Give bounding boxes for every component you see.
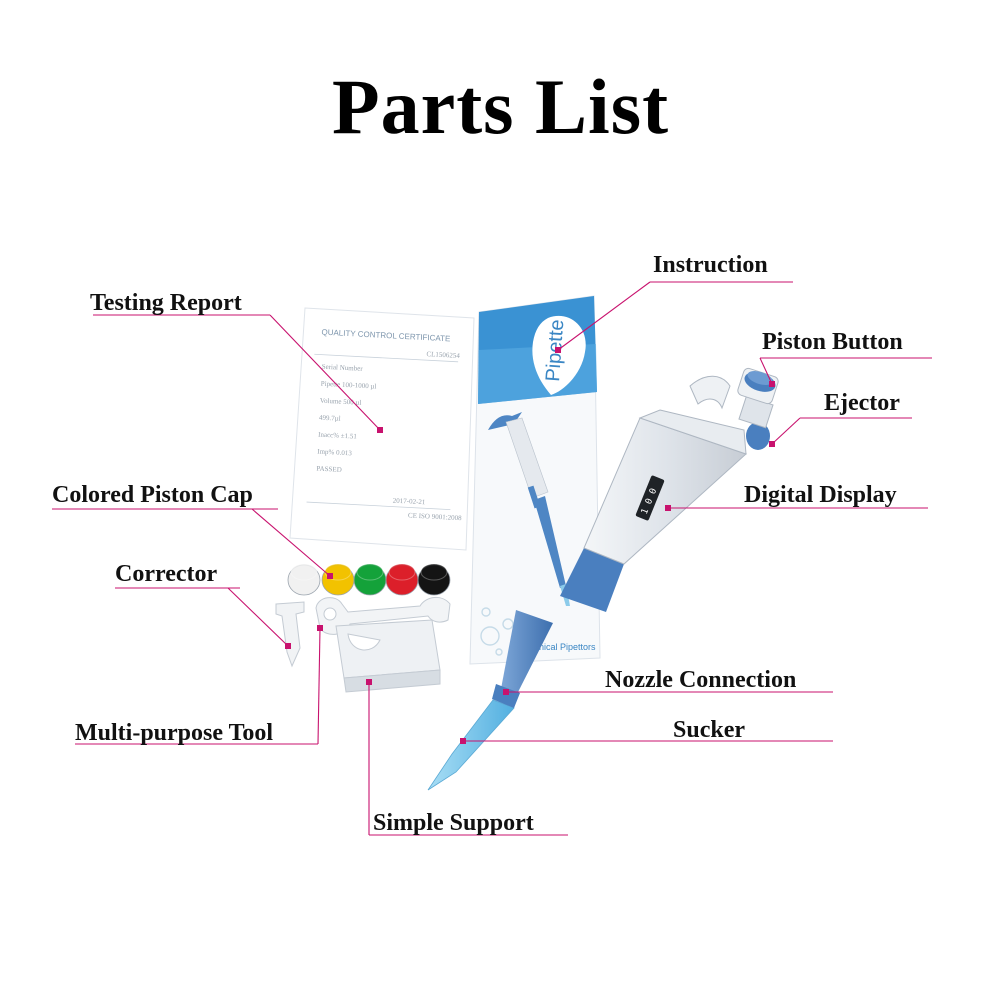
leader-lines: [52, 281, 932, 836]
label-piston-button: Piston Button: [762, 329, 903, 355]
piston-cap: [385, 563, 419, 596]
label-corrector: Corrector: [115, 561, 218, 587]
certificate-line: 499.7µl: [319, 414, 341, 423]
piston-cap: [287, 563, 321, 596]
piston-cap: [321, 563, 355, 596]
label-testing-report: Testing Report: [90, 290, 242, 316]
certificate-line: Inacc% ±1.51: [318, 431, 358, 441]
booklet-bubbles: [480, 607, 514, 656]
page-title: Parts List: [331, 63, 670, 150]
colored-piston-caps: [287, 563, 451, 596]
label-colored-piston-cap: Colored Piston Cap: [52, 482, 253, 508]
certificate-date: 2017-02-21: [393, 497, 427, 507]
booklet-pipette-icon: [488, 412, 570, 606]
leader-instruction: [557, 281, 651, 351]
certificate-line: PASSED: [316, 465, 342, 474]
label-digital-display: Digital Display: [744, 482, 897, 508]
label-sucker: Sucker: [673, 717, 745, 743]
certificate-footer: CE ISO 9001:2008: [408, 511, 463, 522]
leader-corrector: [227, 587, 289, 647]
simple-support: [335, 619, 441, 693]
leader-colored-piston-cap: [251, 508, 331, 577]
certificate-line: Volume 500 µl: [320, 397, 362, 407]
certificate-serial: CL1506254: [426, 350, 460, 360]
leader-piston-button: [759, 357, 773, 385]
piston-cap: [417, 563, 451, 596]
leader-ejector: [771, 417, 801, 445]
corrector: [275, 601, 305, 668]
leader-dots: [285, 347, 775, 744]
label-instruction: Instruction: [653, 252, 768, 278]
certificate-line: Imp% 0.013: [317, 448, 352, 458]
booklet-footer: Mechanical Pipettors: [512, 642, 596, 652]
certificate-line: Serial Number: [321, 363, 363, 373]
label-simple-support: Simple Support: [373, 810, 534, 836]
label-multi-purpose-tool: Multi-purpose Tool: [75, 720, 273, 746]
instruction-booklet: Pipette Mechanical Pipettors: [469, 295, 601, 665]
certificate-line: Pipette 100-1000 µl: [321, 380, 377, 391]
label-ejector: Ejector: [824, 390, 900, 416]
leader-multi-purpose-tool: [317, 627, 321, 745]
leader-testing-report: [269, 314, 381, 431]
pipette: 1 0 0: [427, 367, 779, 791]
label-nozzle-connection: Nozzle Connection: [605, 667, 796, 693]
piston-cap: [353, 563, 387, 596]
